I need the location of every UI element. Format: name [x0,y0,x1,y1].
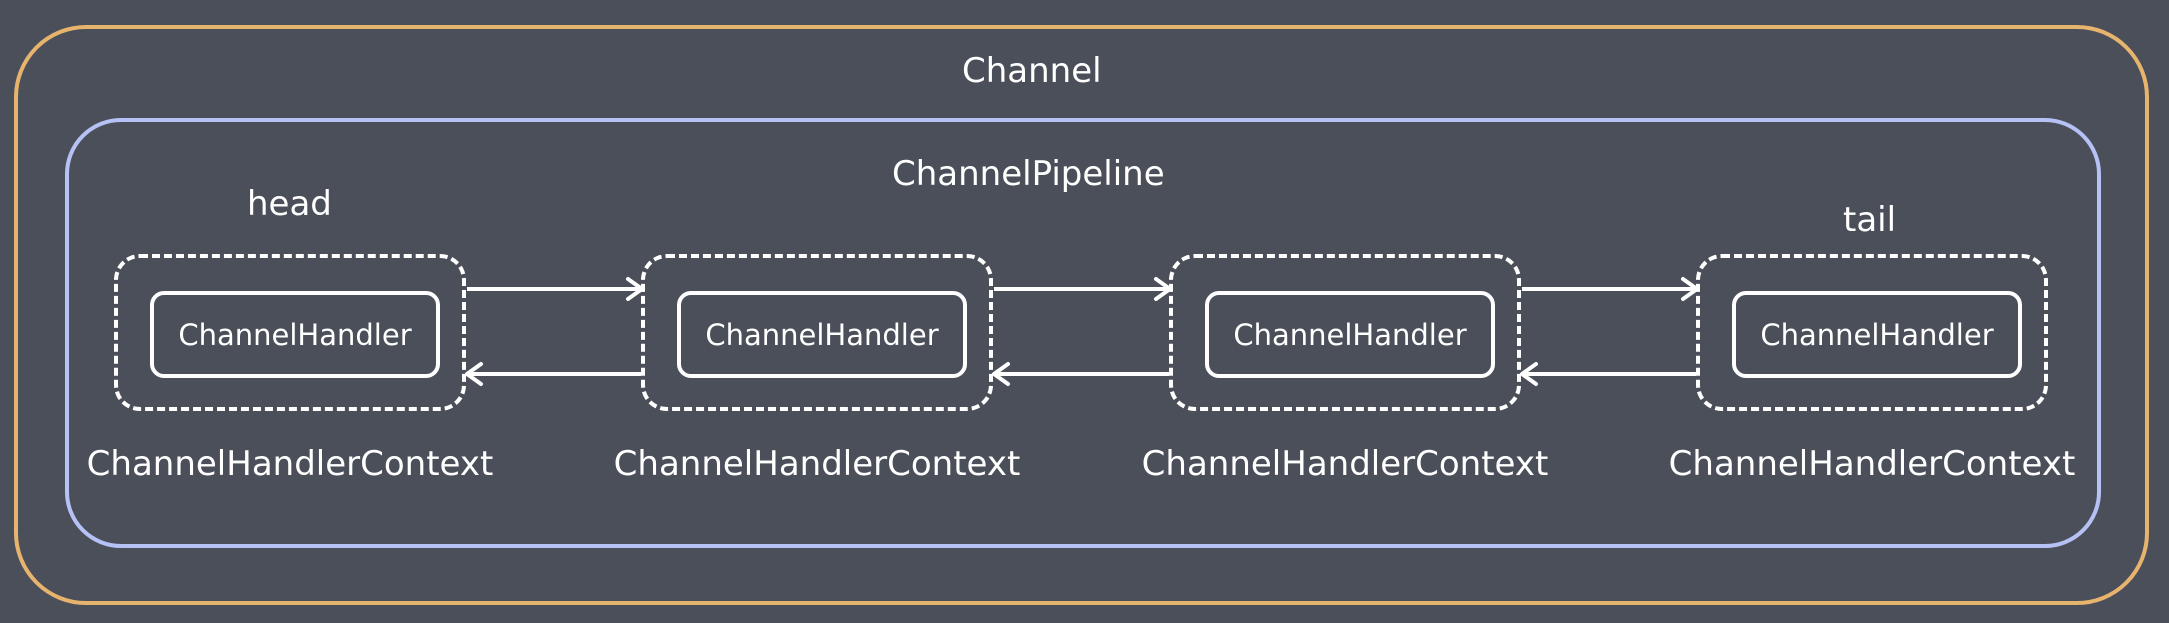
handler-context-box: ChannelHandler [1169,254,1521,411]
channel-handler-box: ChannelHandler [677,291,967,378]
tail-label: tail [1843,200,1897,240]
handler-context-box: ChannelHandler [1696,254,2048,411]
backward-arrowhead [465,362,483,386]
channel-handler-box: ChannelHandler [1205,291,1495,378]
pipeline-box [65,118,2101,548]
handler-context-box: ChannelHandler [641,254,993,411]
pipeline-label: ChannelPipeline [892,154,1165,194]
head-label: head [247,184,332,224]
channel-box [14,25,2149,605]
handler-context-label: ChannelHandlerContext [1668,444,2076,484]
channel-label: Channel [962,51,1102,91]
forward-arrowhead [626,277,644,301]
channel-handler-box: ChannelHandler [150,291,440,378]
forward-arrowhead [1154,277,1172,301]
backward-arrowhead [1520,362,1538,386]
handler-context-label: ChannelHandlerContext [613,444,1021,484]
backward-arrowhead [992,362,1010,386]
handler-context-box: ChannelHandler [114,254,466,411]
forward-arrowhead [1681,277,1699,301]
channel-handler-box: ChannelHandler [1732,291,2022,378]
handler-context-label: ChannelHandlerContext [1141,444,1549,484]
handler-context-label: ChannelHandlerContext [86,444,494,484]
